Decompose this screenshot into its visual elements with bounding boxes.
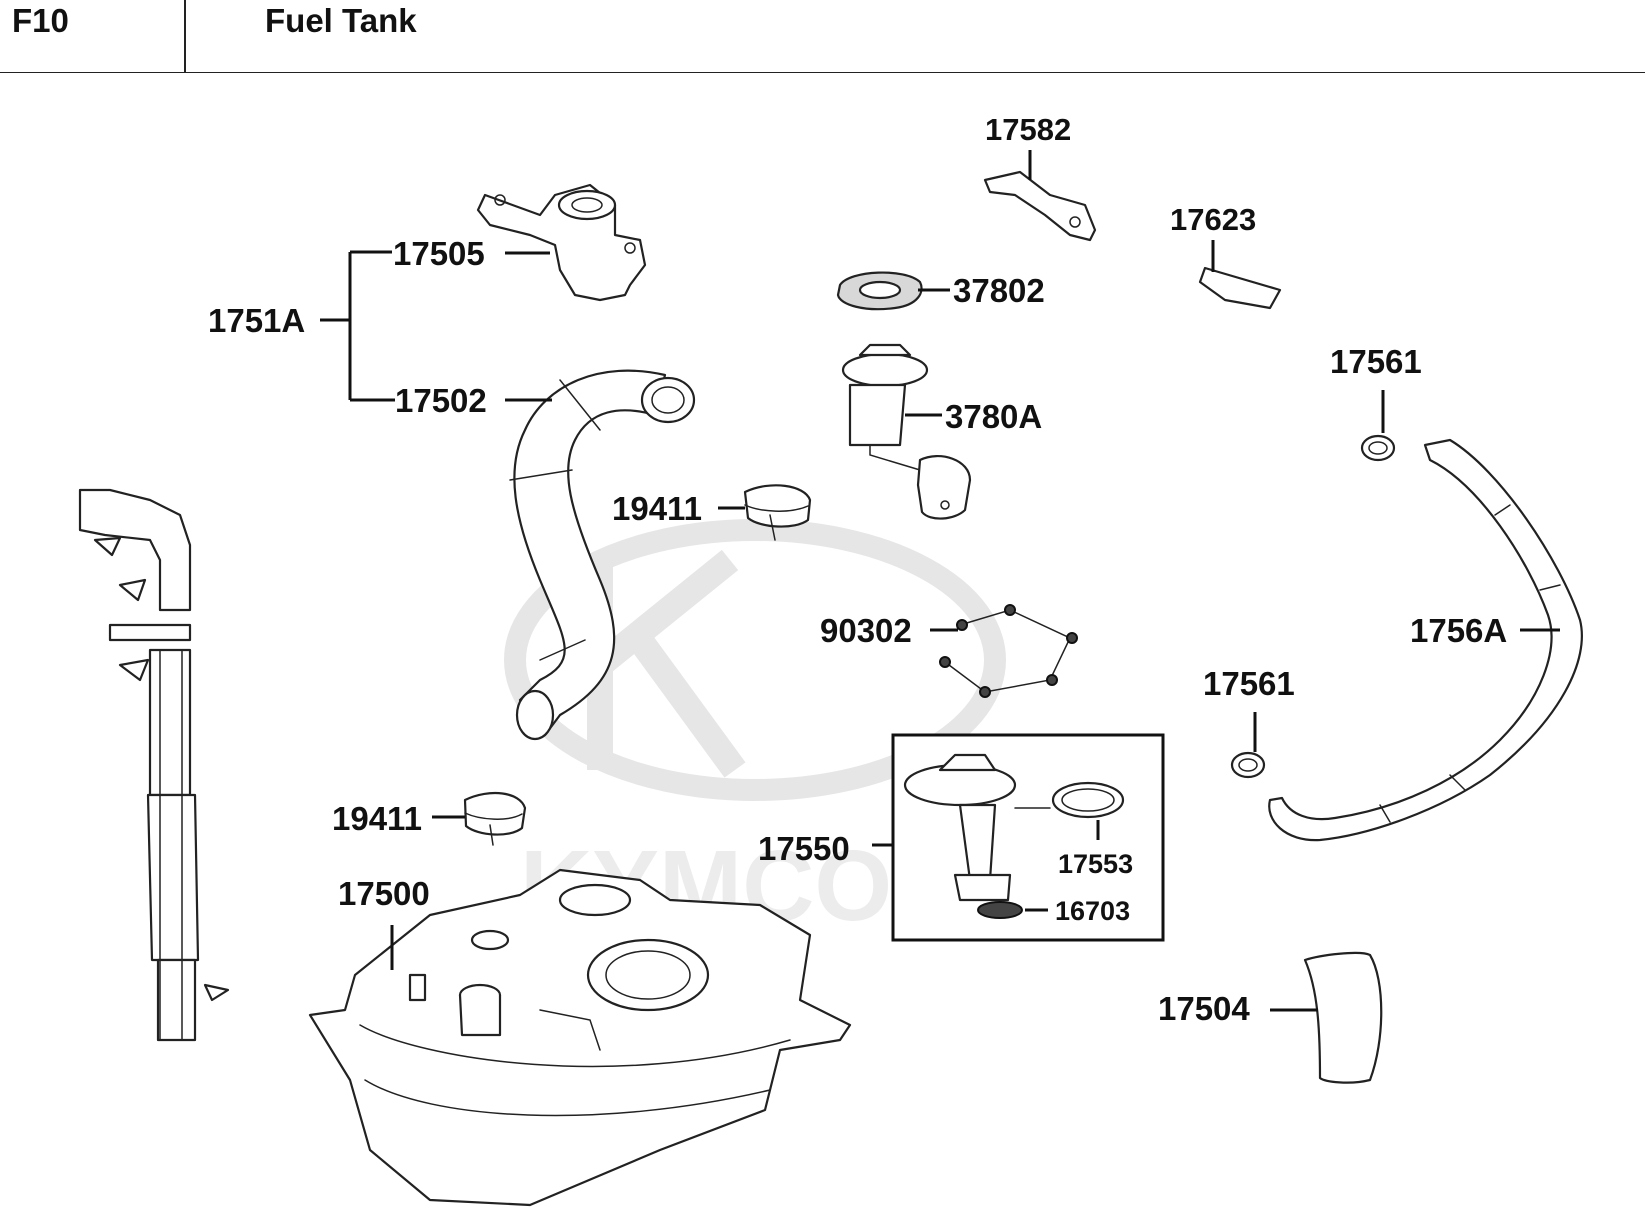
callout-labels: 17582 17623 17505 1751A 17502 37802 3780…: [208, 112, 1507, 1027]
section-code: F10: [12, 2, 69, 39]
rubber-pad-part: [1198, 266, 1282, 310]
tank-pad-part: [1303, 951, 1383, 1084]
callout-17500: 17500: [338, 875, 430, 912]
filler-neck-part: [476, 183, 647, 302]
callout-17504: 17504: [1158, 990, 1250, 1027]
callout-17623: 17623: [1170, 202, 1256, 237]
hose-clamp-lower: [463, 792, 527, 846]
callout-17505: 17505: [393, 235, 485, 272]
callout-17561-lower: 17561: [1203, 665, 1295, 702]
filler-hose-part: [509, 369, 696, 741]
callout-17582: 17582: [985, 112, 1071, 147]
fuel-tank-part: [308, 868, 852, 1207]
fuel-pump-kit-box: [891, 733, 1165, 942]
hose-clamp-upper: [743, 484, 812, 541]
callout-19411-upper: 19411: [612, 490, 702, 527]
callout-37802: 37802: [953, 272, 1045, 309]
callout-17550: 17550: [758, 830, 850, 867]
callout-17561-upper: 17561: [1330, 343, 1422, 380]
leader-lines: [320, 150, 1560, 1012]
callout-3780A: 3780A: [945, 398, 1042, 435]
bracket-part: [983, 170, 1097, 242]
clip-lower: [1230, 751, 1266, 779]
header-divider: [184, 0, 186, 72]
callout-16703: 16703: [1055, 896, 1130, 926]
fuel-sensor-part: [841, 343, 972, 520]
bolt-ring-part: [939, 604, 1078, 698]
gasket-part: [836, 271, 923, 311]
clip-upper: [1360, 434, 1396, 462]
callout-1756A: 1756A: [1410, 612, 1507, 649]
page-header: F10 Fuel Tank: [0, 0, 1645, 73]
callout-17502: 17502: [395, 382, 487, 419]
page-title: Fuel Tank: [265, 2, 417, 39]
callout-1751A: 1751A: [208, 302, 305, 339]
callout-17553: 17553: [1058, 849, 1133, 879]
callout-90302: 90302: [820, 612, 912, 649]
callout-19411-lower: 19411: [332, 800, 422, 837]
filler-pipe-part: [78, 488, 230, 1042]
